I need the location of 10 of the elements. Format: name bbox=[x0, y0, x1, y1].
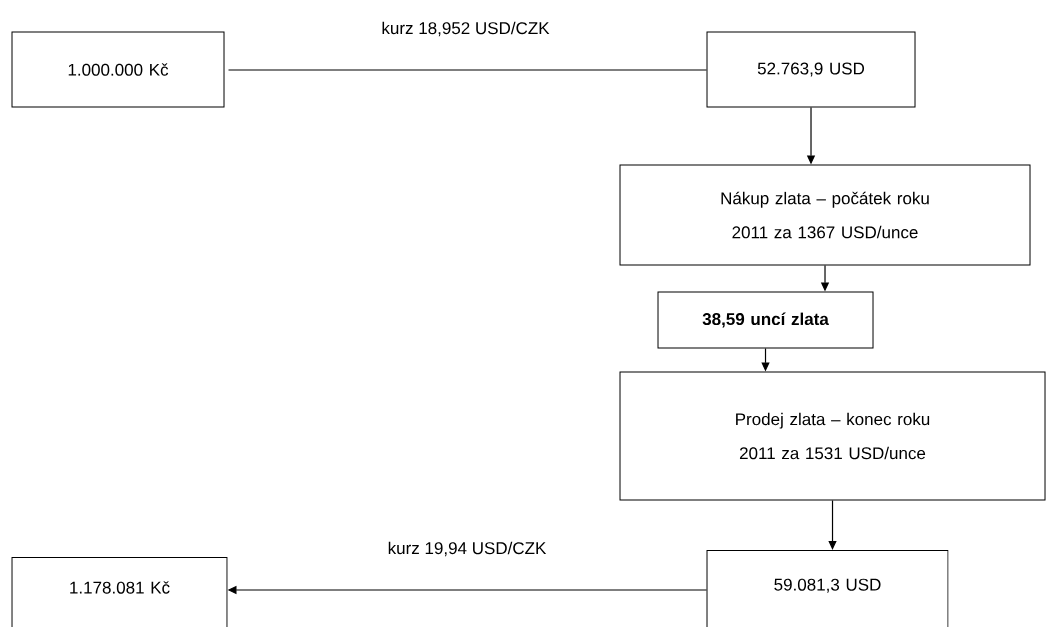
edge-label: kurz 19,94 USD/CZK bbox=[388, 541, 547, 557]
edge-label: kurz 18,952 USD/CZK bbox=[382, 21, 550, 37]
process-box: Nákup zlata – počátek roku 2011 za 1367 USD/unce bbox=[619, 164, 1031, 266]
process-box: 52.763,9 USD bbox=[706, 31, 916, 108]
process-box: 38,59 uncí zlata bbox=[657, 291, 874, 349]
process-box: 1.178.081 Kč bbox=[11, 557, 228, 627]
process-box: 59.081,3 USD bbox=[706, 550, 949, 627]
arrow bbox=[828, 499, 837, 550]
process-box: Prodej zlata – konec roku 2011 za 1531 USD/unce bbox=[619, 371, 1046, 501]
process-box: 1.000.000 Kč bbox=[11, 31, 225, 108]
